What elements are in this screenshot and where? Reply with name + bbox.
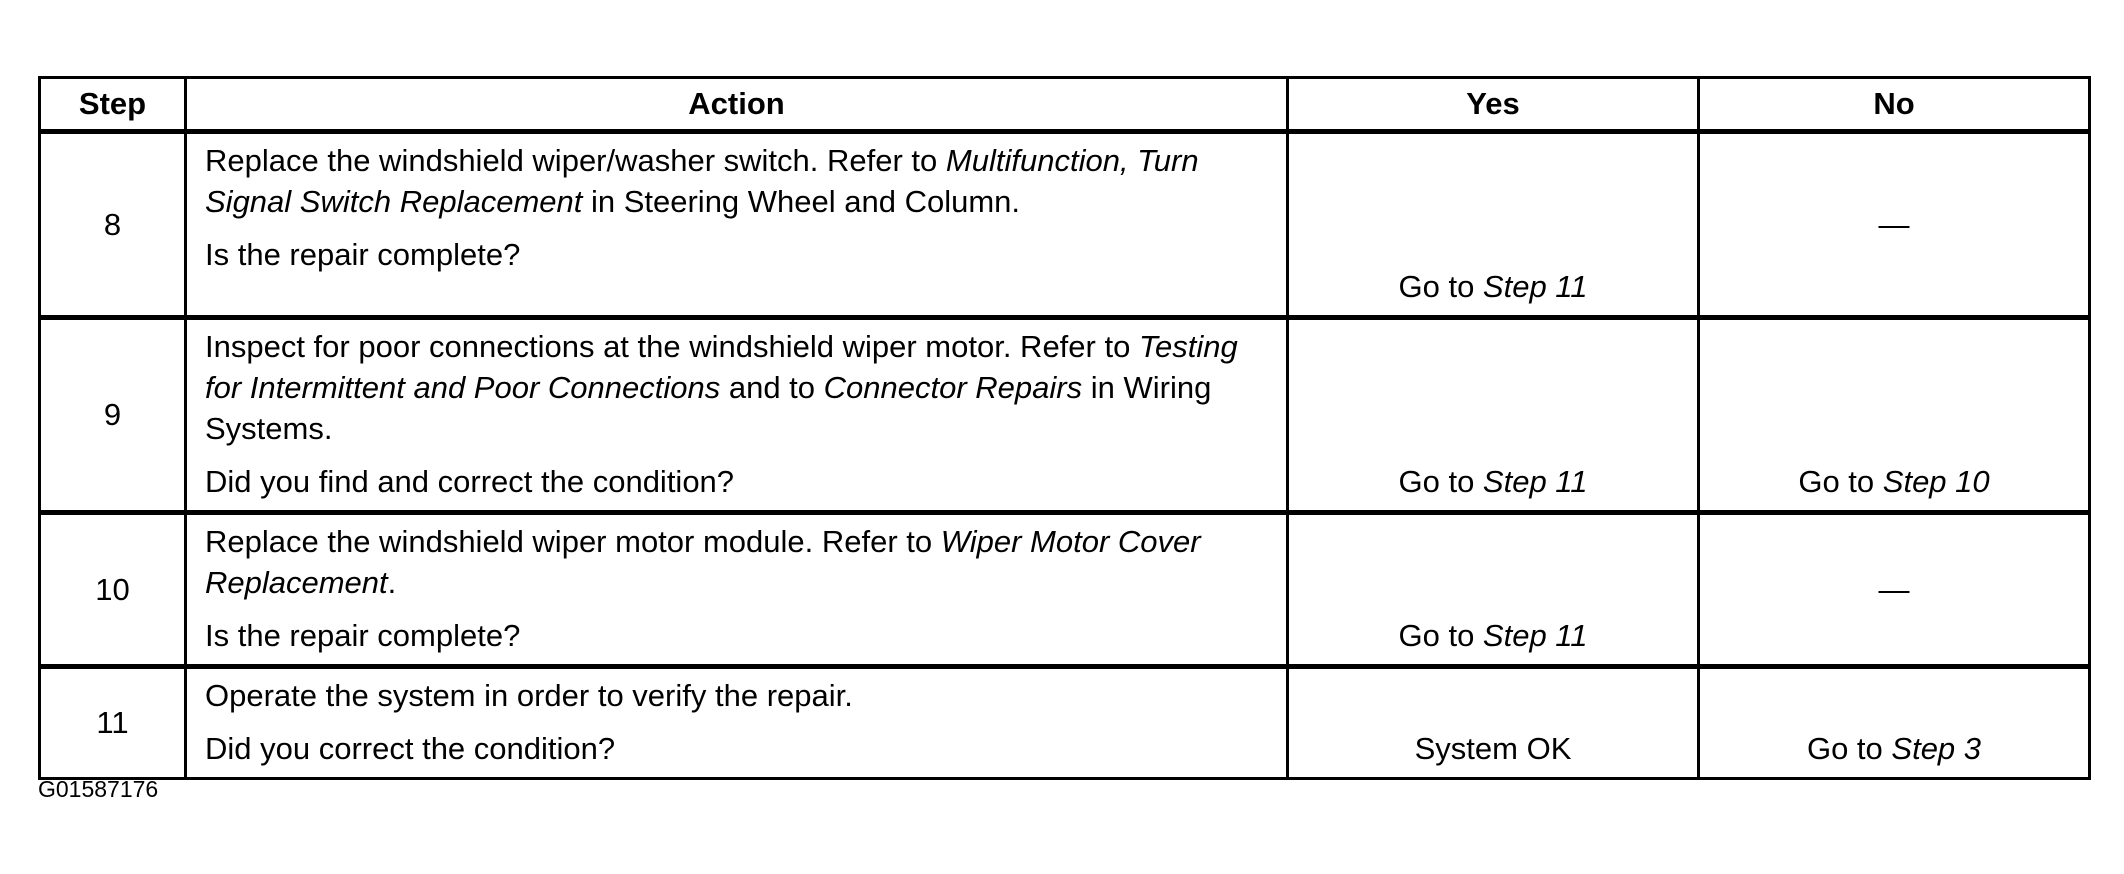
action-text: Inspect for poor connections at the wind…	[205, 326, 1274, 449]
action-cell: Replace the windshield wiper motor modul…	[184, 511, 1289, 668]
text-segment: Operate the system in order to verify th…	[205, 678, 853, 713]
action-cell: Inspect for poor connections at the wind…	[184, 316, 1289, 514]
table-row: 8 Replace the windshield wiper/washer sw…	[38, 130, 2091, 319]
step-number: 9	[38, 316, 187, 514]
no-cell: Go to Step 10	[1697, 316, 2091, 514]
table-row: 9 Inspect for poor connections at the wi…	[38, 316, 2091, 514]
action-question: Did you correct the condition?	[205, 731, 616, 766]
yes-result: Go to Step 11	[1289, 461, 1697, 502]
text-segment: Go to	[1398, 618, 1483, 653]
text-segment: System OK	[1414, 731, 1572, 766]
text-segment: —	[1878, 571, 1910, 607]
action-text: Operate the system in order to verify th…	[205, 675, 1274, 716]
no-result: Go to Step 3	[1700, 728, 2088, 769]
header-no: No	[1697, 76, 2091, 133]
text-segment: in Steering Wheel and Column.	[582, 184, 1021, 219]
action-text: Replace the windshield wiper/washer swit…	[205, 140, 1274, 222]
diagnostic-table: Step Action Yes No 8 Replace the windshi…	[38, 76, 2091, 780]
reference-text: Connector Repairs	[823, 370, 1083, 405]
no-result: —	[1700, 207, 2088, 243]
reference-text: Wiper Motor Cover Replacement	[205, 524, 1201, 600]
reference-text: Multifunction, Turn Signal Switch Replac…	[205, 143, 1199, 219]
action-question: Is the repair complete?	[205, 237, 521, 272]
header-step: Step	[38, 76, 187, 133]
figure-id: G01587176	[38, 776, 159, 802]
text-segment: Go to	[1798, 464, 1883, 499]
action-question: Did you find and correct the condition?	[205, 464, 735, 499]
header-yes: Yes	[1286, 76, 1700, 133]
no-cell: —	[1697, 511, 2091, 668]
text-segment: Go to	[1398, 464, 1483, 499]
yes-cell: Go to Step 11	[1286, 316, 1700, 514]
no-cell: Go to Step 3	[1697, 665, 2091, 780]
reference-text: Step 11	[1482, 464, 1588, 499]
yes-cell: Go to Step 11	[1286, 130, 1700, 319]
table-row: 11 Operate the system in order to verify…	[38, 665, 2091, 780]
reference-text: Step 10	[1882, 464, 1990, 499]
reference-text: Testing for Intermittent and Poor Connec…	[205, 329, 1238, 405]
no-result: Go to Step 10	[1700, 461, 2088, 502]
reference-text: Step 11	[1482, 618, 1588, 653]
header-row: Step Action Yes No	[38, 76, 2091, 133]
reference-text: Step 11	[1482, 269, 1588, 304]
text-segment: and to	[720, 370, 824, 405]
yes-cell: Go to Step 11	[1286, 511, 1700, 668]
yes-result: System OK	[1289, 728, 1697, 769]
action-question: Is the repair complete?	[205, 618, 521, 653]
no-cell: —	[1697, 130, 2091, 319]
text-segment: .	[387, 565, 397, 600]
text-segment: Go to	[1806, 731, 1892, 766]
reference-text: Step 3	[1891, 731, 1982, 766]
text-segment: Inspect for poor connections at the wind…	[205, 329, 1139, 364]
header-action: Action	[184, 76, 1289, 133]
text-segment: Replace the windshield wiper/washer swit…	[205, 143, 946, 178]
no-result: —	[1700, 572, 2088, 608]
action-cell: Replace the windshield wiper/washer swit…	[184, 130, 1289, 319]
action-text: Replace the windshield wiper motor modul…	[205, 521, 1274, 603]
text-segment: Go to	[1398, 269, 1483, 304]
step-number: 8	[38, 130, 187, 319]
yes-result: Go to Step 11	[1289, 266, 1697, 307]
text-segment: in Wiring Systems.	[205, 370, 1212, 446]
step-number: 11	[38, 665, 187, 780]
text-segment: Replace the windshield wiper motor modul…	[205, 524, 941, 559]
text-segment: —	[1878, 206, 1910, 242]
yes-cell: System OK	[1286, 665, 1700, 780]
table-row: 10 Replace the windshield wiper motor mo…	[38, 511, 2091, 668]
yes-result: Go to Step 11	[1289, 615, 1697, 656]
action-cell: Operate the system in order to verify th…	[184, 665, 1289, 780]
step-number: 10	[38, 511, 187, 668]
